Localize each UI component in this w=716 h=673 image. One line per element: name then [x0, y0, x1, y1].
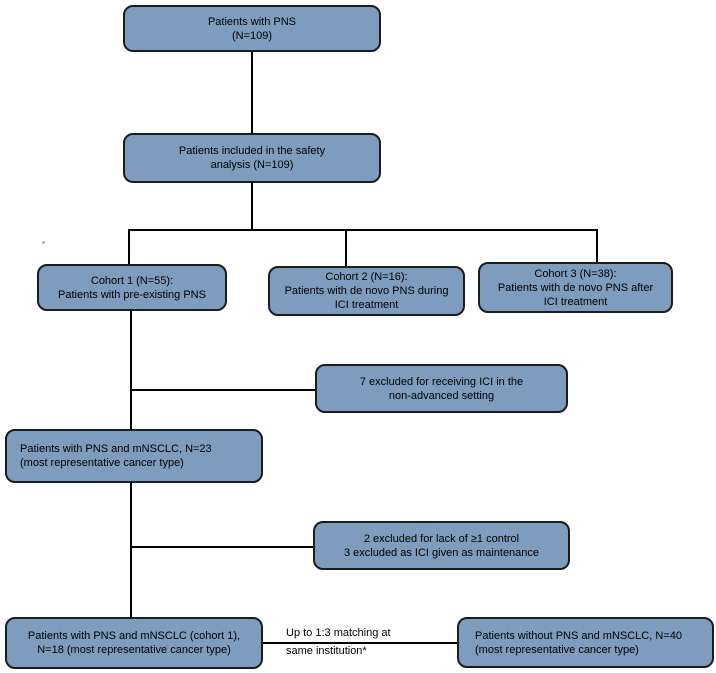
box-safety-analysis: Patients included in the safety analysis…	[123, 133, 381, 183]
box-text-line: ICI treatment	[334, 299, 399, 311]
box-text-line: 7 excluded for receiving ICI in the	[359, 375, 524, 388]
box-text-line: Patients with pre-existing PNS	[58, 288, 206, 301]
box-text-line: (N=109)	[231, 29, 273, 42]
connector-branch-horizontal	[128, 229, 598, 231]
connector-pns-to-safety	[251, 52, 253, 133]
box-text-line: Patients with PNS and mNSCLC, N=23	[20, 443, 212, 455]
box-text-line: Patients with PNS and mNSCLC (cohort 1),	[27, 630, 241, 642]
matching-label-line1: Up to 1:3 matching at	[286, 627, 391, 639]
box-pns-mnsclc-n23: Patients with PNS and mNSCLC, N=23 (most…	[5, 429, 263, 483]
box-text-line: non-advanced setting	[388, 389, 495, 402]
connector-n23-to-n18	[130, 483, 132, 618]
box-text-line: Cohort 3 (N=38):	[534, 267, 617, 280]
connector-safety-to-branch	[251, 183, 253, 231]
box-text-line: Patients with PNS	[207, 15, 297, 28]
connector-drop-cohort2	[345, 229, 347, 267]
box-pns-mnsclc-n18: Patients with PNS and mNSCLC (cohort 1),…	[5, 617, 263, 669]
box-no-pns-mnsclc-n40: Patients without PNS and mNSCLC, N=40 (m…	[457, 617, 714, 668]
box-text-line: N=18 (most representative cancer type)	[37, 644, 231, 656]
box-excluded-control-maintenance: 2 excluded for lack of ≥1 control 3 excl…	[313, 521, 570, 570]
box-cohort1: Cohort 1 (N=55): Patients with pre-exist…	[37, 264, 227, 311]
box-text-line: Patients without PNS and mNSCLC, N=40	[475, 629, 682, 642]
matching-label-line2: same institution*	[286, 645, 367, 657]
box-cohort2: Cohort 2 (N=16): Patients with de novo P…	[268, 266, 465, 316]
connector-branch-exclusion1	[130, 389, 316, 391]
box-text-line: Patients with de novo PNS during	[284, 285, 449, 297]
box-text-line: Patients included in the safety	[178, 145, 326, 157]
box-text-line: Cohort 1 (N=55):	[90, 274, 174, 287]
box-text-line: 2 excluded for lack of ≥1 control	[363, 532, 520, 545]
box-text-line: analysis (N=109)	[210, 159, 294, 171]
box-cohort3: Cohort 3 (N=38): Patients with de novo P…	[478, 262, 673, 313]
box-text-line: ICI treatment	[543, 295, 608, 308]
connector-matching	[263, 642, 458, 644]
box-text-line: 3 excluded as ICI given as maintenance	[343, 546, 540, 559]
box-text-line: (most representative cancer type)	[20, 457, 184, 469]
box-excluded-non-advanced: 7 excluded for receiving ICI in the non-…	[315, 364, 568, 413]
stray-mark	[42, 241, 45, 244]
connector-branch-exclusion2	[130, 546, 314, 548]
box-text-line: (most representative cancer type)	[475, 643, 639, 656]
connector-drop-cohort3	[596, 229, 598, 263]
box-text-line: Cohort 2 (N=16):	[325, 271, 408, 283]
box-patients-with-pns: Patients with PNS (N=109)	[123, 5, 381, 52]
connector-drop-cohort1	[128, 229, 130, 265]
connector-cohort1-to-n23	[130, 311, 132, 430]
box-text-line: Patients with de novo PNS after	[497, 281, 654, 294]
